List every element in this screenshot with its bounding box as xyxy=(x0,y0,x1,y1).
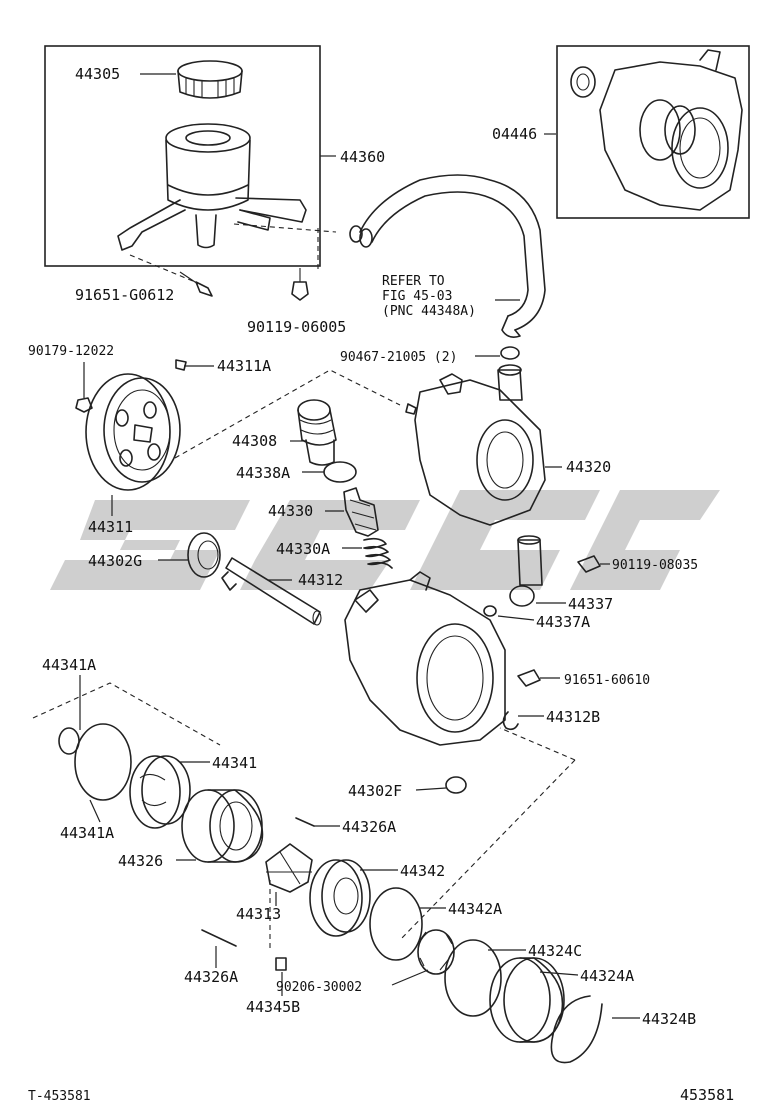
label-44337A: 44337A xyxy=(536,613,590,631)
label-44324A: 44324A xyxy=(580,967,634,985)
reservoir-cap-44305 xyxy=(177,60,243,99)
flow-control-valve-44330 xyxy=(343,487,379,537)
label-44308: 44308 xyxy=(232,432,277,450)
label-44337: 44337 xyxy=(568,595,613,613)
bolt-91651-g0612 xyxy=(179,271,213,297)
suction-connector-44337 xyxy=(509,535,543,607)
footer: T-453581 453581 xyxy=(28,1086,734,1104)
cam-ring-44326 xyxy=(181,789,264,863)
label-44302G: 44302G xyxy=(88,552,142,570)
pin-44326A-top xyxy=(295,817,315,827)
label-44341A-top: 44341A xyxy=(42,656,96,674)
assembly-dash-lines xyxy=(32,223,576,950)
label-90119-06005: 90119-06005 xyxy=(247,318,346,336)
label-refer-line3: (PNC 44348A) xyxy=(382,304,476,319)
label-44313: 44313 xyxy=(236,905,281,923)
shaft-44312 xyxy=(221,557,322,626)
pin-44326A-bottom xyxy=(201,929,237,947)
snap-ring-44324B xyxy=(550,995,603,1064)
label-44326: 44326 xyxy=(118,852,163,870)
pressure-plate-44342 xyxy=(309,859,371,937)
label-44320: 44320 xyxy=(566,458,611,476)
pump-body-lower xyxy=(344,571,506,746)
label-44342A: 44342A xyxy=(448,900,502,918)
label-44302F: 44302F xyxy=(348,782,402,800)
label-44312B: 44312B xyxy=(546,708,600,726)
label-04446: 04446 xyxy=(492,125,537,143)
label-refer-line1: REFER TO xyxy=(382,274,445,289)
label-44330: 44330 xyxy=(268,502,313,520)
label-44341A-bottom: 44341A xyxy=(60,824,114,842)
label-44341: 44341 xyxy=(212,754,257,772)
label-91651-60610: 91651-60610 xyxy=(564,673,650,688)
watermark-logo xyxy=(50,490,720,590)
oring-44324C xyxy=(444,939,502,1017)
pump-housing-44320 xyxy=(405,364,546,526)
label-44338A: 44338A xyxy=(236,464,290,482)
rotor-44313 xyxy=(265,843,313,893)
oring-44342A xyxy=(369,887,423,961)
end-cover-44324A xyxy=(489,957,565,1043)
label-refer-line2: FIG 45-03 xyxy=(382,289,452,304)
label-44324B: 44324B xyxy=(642,1010,696,1028)
gasket-kit-box-04446 xyxy=(556,45,750,219)
label-44342: 44342 xyxy=(400,862,445,880)
label-90179-12022: 90179-12022 xyxy=(28,344,114,359)
side-plate-44341 xyxy=(129,755,191,829)
label-44345B: 44345B xyxy=(246,998,300,1016)
hose-clamps-90467 xyxy=(349,225,520,360)
union-fitting-44308 xyxy=(297,399,337,466)
label-44324C: 44324C xyxy=(528,942,582,960)
vane-44345B xyxy=(275,957,287,971)
oring-44338A xyxy=(323,461,357,483)
label-90206-30002: 90206-30002 xyxy=(276,980,362,995)
bearing-44302G xyxy=(187,532,221,578)
wave-spring-90206 xyxy=(417,929,455,975)
label-90467-21005: 90467-21005 (2) xyxy=(340,350,457,365)
reservoir-tank-44360 xyxy=(117,123,307,251)
leader-lines xyxy=(79,73,640,1019)
plug-44302F xyxy=(445,776,467,794)
footer-right-code: 453581 xyxy=(680,1086,734,1104)
spring-44330A xyxy=(363,537,393,569)
part-labels: 44305 44360 04446 91651-G0612 90119-0600… xyxy=(28,65,698,1028)
footer-left-code: T-453581 xyxy=(28,1089,91,1104)
key-44311A xyxy=(175,359,187,371)
label-44326A-top: 44326A xyxy=(342,818,396,836)
label-44312: 44312 xyxy=(298,571,343,589)
oring-44341A-large xyxy=(74,723,132,801)
label-90119-08035: 90119-08035 xyxy=(612,558,698,573)
return-hose xyxy=(359,174,546,338)
pulley-44311 xyxy=(75,373,181,491)
oring-44337A xyxy=(483,605,497,617)
label-44311A: 44311A xyxy=(217,357,271,375)
label-44305: 44305 xyxy=(75,65,120,83)
bolt-90119-06005 xyxy=(291,268,309,301)
snap-ring-44312B xyxy=(502,711,519,731)
bolt-91651-60610 xyxy=(517,669,541,687)
label-44311: 44311 xyxy=(88,518,133,536)
label-44326A-bottom: 44326A xyxy=(184,968,238,986)
label-44360: 44360 xyxy=(340,148,385,166)
label-91651-g0612: 91651-G0612 xyxy=(75,286,174,304)
bolt-90119-08035 xyxy=(577,555,601,573)
label-44330A: 44330A xyxy=(276,540,330,558)
